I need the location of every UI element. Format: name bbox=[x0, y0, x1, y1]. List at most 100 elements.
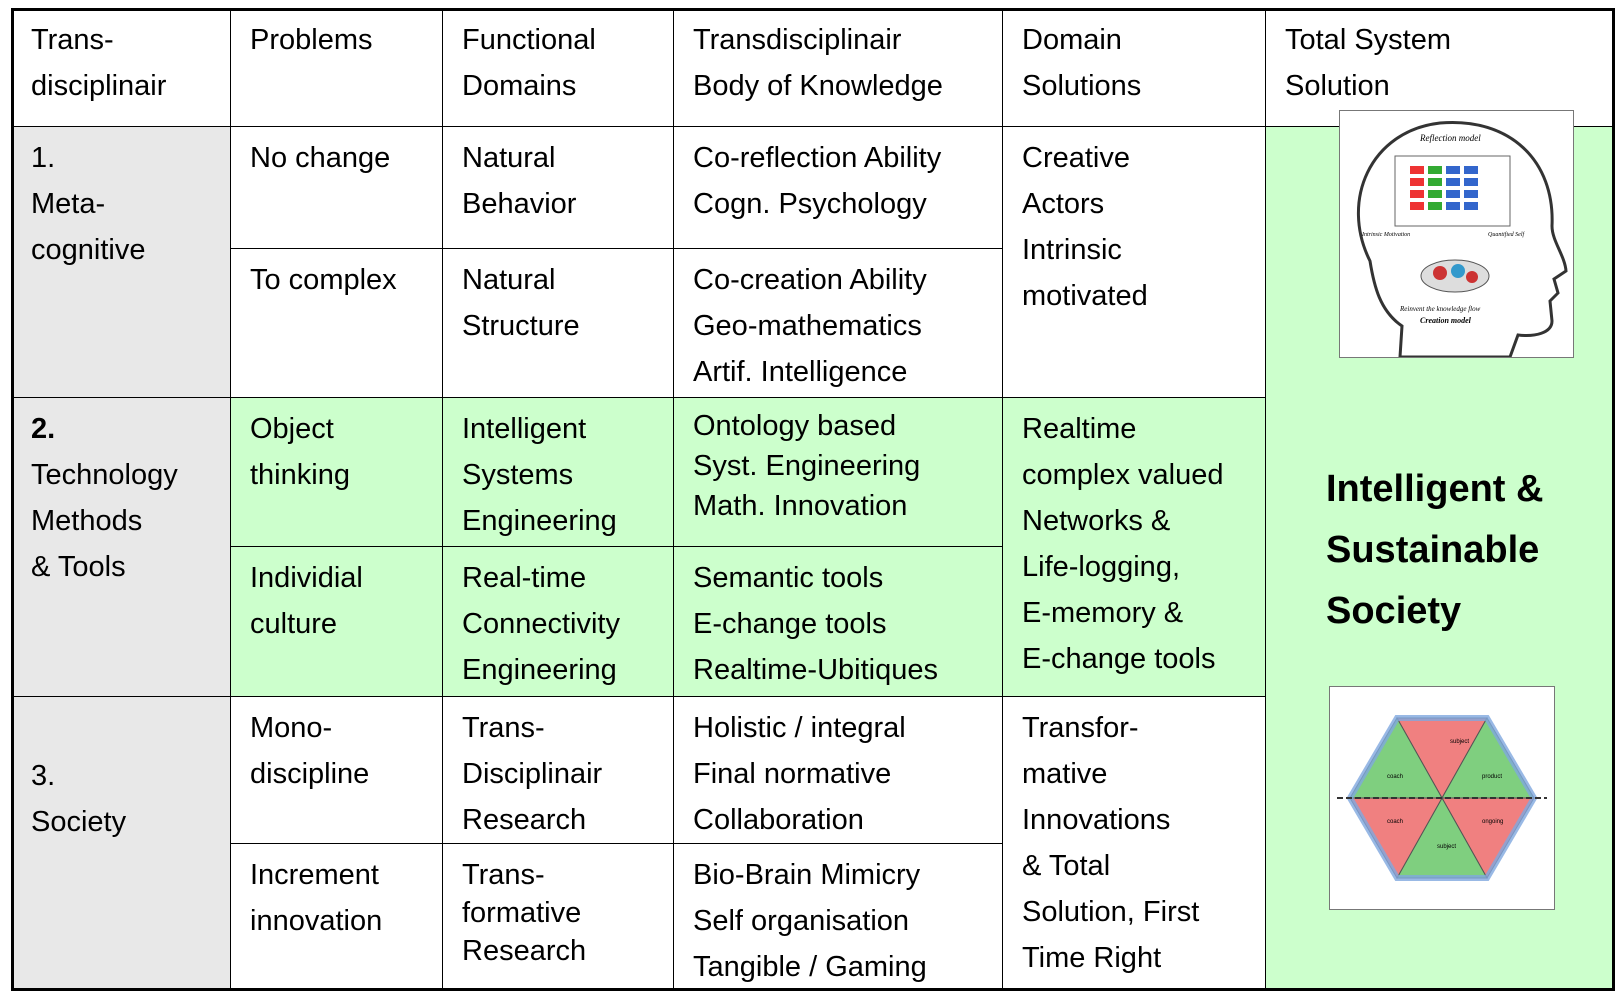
text-line: Functional bbox=[462, 24, 596, 56]
text-line: Trans- bbox=[462, 712, 545, 744]
row-number: 2. bbox=[31, 413, 56, 445]
text-line: Engineering bbox=[462, 654, 617, 686]
text-line: Individial bbox=[250, 562, 363, 594]
text-line: thinking bbox=[250, 459, 350, 491]
text-line: Bio-Brain Mimicry bbox=[693, 859, 921, 891]
text-line: Math. Innovation bbox=[693, 490, 908, 522]
text-line: Society bbox=[1326, 590, 1462, 632]
text-line: Actors bbox=[1022, 188, 1105, 220]
text-line: Sustainable bbox=[1326, 529, 1540, 571]
text-line: E-change tools bbox=[1022, 643, 1216, 675]
hex-label-product: product bbox=[1482, 774, 1502, 780]
quantified-label: Quantified Self bbox=[1488, 231, 1525, 238]
text-line: Realtime bbox=[1022, 413, 1137, 445]
text-line: Geo-mathematics bbox=[693, 310, 922, 342]
row-label-society: 3.Society bbox=[11, 696, 232, 991]
hex-label-subject-top: subject bbox=[1450, 739, 1469, 745]
text-line: Intelligent & bbox=[1326, 468, 1544, 510]
text-line: complex valued bbox=[1022, 459, 1224, 491]
text-line: Semantic tools bbox=[693, 562, 884, 594]
text-line: Solutions bbox=[1022, 70, 1142, 102]
text-line: Methods bbox=[31, 505, 143, 537]
text-line: Intrinsic bbox=[1022, 234, 1122, 266]
text-line: Real-time bbox=[462, 562, 587, 594]
text-line: Trans- bbox=[31, 24, 114, 56]
text-line: Research bbox=[462, 804, 587, 836]
text-line: Solution bbox=[1285, 70, 1390, 102]
hex-label-coach-top: coach bbox=[1387, 774, 1403, 780]
text-line: Realtime-Ubitiques bbox=[693, 654, 938, 686]
hex-label-subject-bottom: subject bbox=[1437, 844, 1456, 850]
text-line: 3. bbox=[31, 760, 56, 792]
text-line: & Total bbox=[1022, 850, 1111, 882]
text-line: Creative bbox=[1022, 142, 1130, 174]
text-line: Body of Knowledge bbox=[693, 70, 943, 102]
problem-no-change: No change bbox=[230, 126, 444, 250]
text-line: Holistic / integral bbox=[693, 712, 906, 744]
text-line: Meta- bbox=[31, 188, 106, 220]
text-line: Solution, First bbox=[1022, 896, 1200, 928]
text-line: & Tools bbox=[31, 551, 126, 583]
text-line: Systems bbox=[462, 459, 574, 491]
text-line: No change bbox=[250, 142, 391, 174]
reinvent-label: Reinvent the knowledge flow bbox=[1399, 305, 1481, 313]
text-line: disciplinair bbox=[31, 70, 167, 102]
intrinsic-label: Intrinsic Motivation bbox=[1361, 232, 1410, 238]
text-line: Co-reflection Ability bbox=[693, 142, 942, 174]
text-line: Problems bbox=[250, 24, 373, 56]
text-line: Natural bbox=[462, 264, 556, 296]
text-line: To complex bbox=[250, 264, 397, 296]
header-transdisciplinair: Trans-disciplinair bbox=[11, 8, 232, 128]
text-line: Mono- bbox=[250, 712, 333, 744]
text-line: E-memory & bbox=[1022, 597, 1184, 629]
text-line: motivated bbox=[1022, 280, 1148, 312]
text-line: Syst. Engineering bbox=[693, 450, 921, 482]
text-line: Domain bbox=[1022, 24, 1122, 56]
hex-label-ongoing: ongoing bbox=[1482, 819, 1503, 825]
problem-mono-discipline: Mono-discipline bbox=[230, 696, 444, 845]
text-line: mative bbox=[1022, 758, 1108, 790]
text-line: Connectivity bbox=[462, 608, 620, 640]
reflection-model-title: Reflection model bbox=[1419, 133, 1481, 143]
text-line: Trans- bbox=[462, 859, 545, 891]
text-line: Collaboration bbox=[693, 804, 864, 836]
reflection-grid bbox=[1410, 166, 1478, 210]
problem-to-complex: To complex bbox=[230, 248, 444, 399]
text-line: 1. bbox=[31, 142, 56, 174]
text-line: formative bbox=[462, 897, 582, 929]
text-line: Cogn. Psychology bbox=[693, 188, 927, 220]
text-line: Research bbox=[462, 935, 587, 967]
text-line: Natural bbox=[462, 142, 556, 174]
reflection-model-image: Reflection model Intrinsic Motivation Qu… bbox=[1339, 110, 1574, 359]
problem-increment-innovation: Increment innovation bbox=[230, 843, 444, 991]
text-line: Structure bbox=[462, 310, 580, 342]
text-line: Innovations bbox=[1022, 804, 1171, 836]
text-line: discipline bbox=[250, 758, 370, 790]
text-line: Transfor- bbox=[1022, 712, 1139, 744]
text-line: Increment bbox=[250, 859, 379, 891]
text-line: innovation bbox=[250, 905, 383, 937]
text-line: Life-logging, bbox=[1022, 551, 1180, 583]
